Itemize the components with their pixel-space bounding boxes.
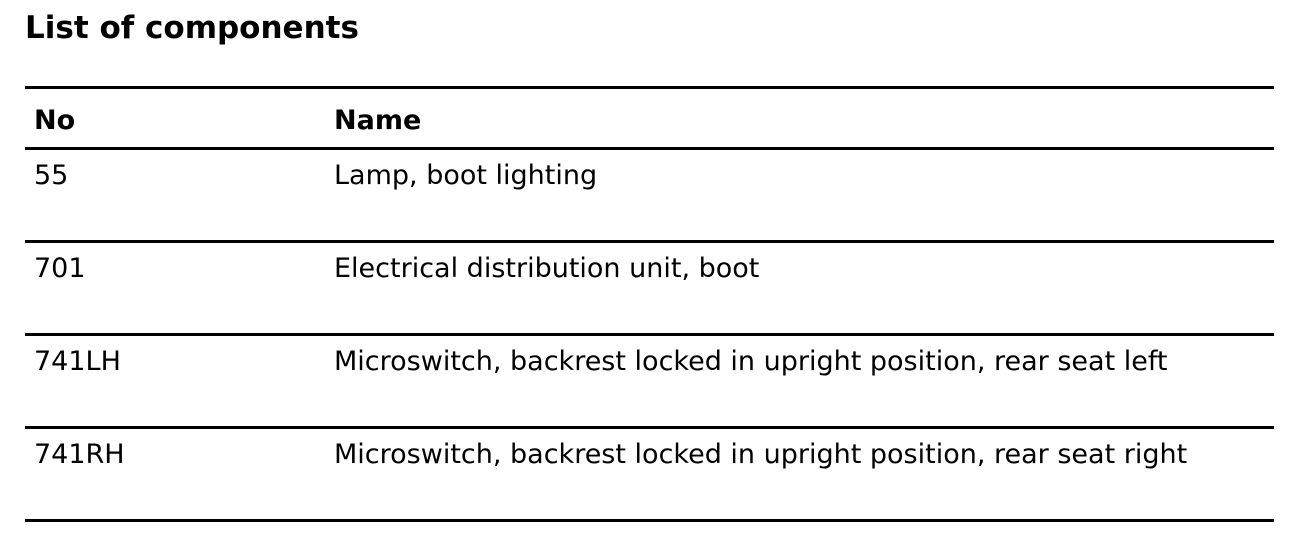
component-name: Lamp, boot lighting [334,160,598,191]
component-name: Microswitch, backrest locked in upright … [334,346,1168,377]
page-title: List of components [25,10,359,46]
component-number: 55 [34,160,69,191]
table-row: 741LH Microswitch, backrest locked in up… [25,336,1274,429]
column-header-no: No [34,105,76,136]
component-number: 741RH [34,439,125,470]
components-table: No Name 55 Lamp, boot lighting 701 Elect… [25,86,1274,522]
component-name: Microswitch, backrest locked in upright … [334,439,1188,470]
table-row: 701 Electrical distribution unit, boot [25,243,1274,336]
component-name: Electrical distribution unit, boot [334,253,760,284]
component-number: 701 [34,253,86,284]
component-number: 741LH [34,346,121,377]
table-row: 55 Lamp, boot lighting [25,150,1274,243]
column-header-name: Name [334,105,422,136]
table-header-row: No Name [25,89,1274,150]
table-row: 741RH Microswitch, backrest locked in up… [25,429,1274,522]
